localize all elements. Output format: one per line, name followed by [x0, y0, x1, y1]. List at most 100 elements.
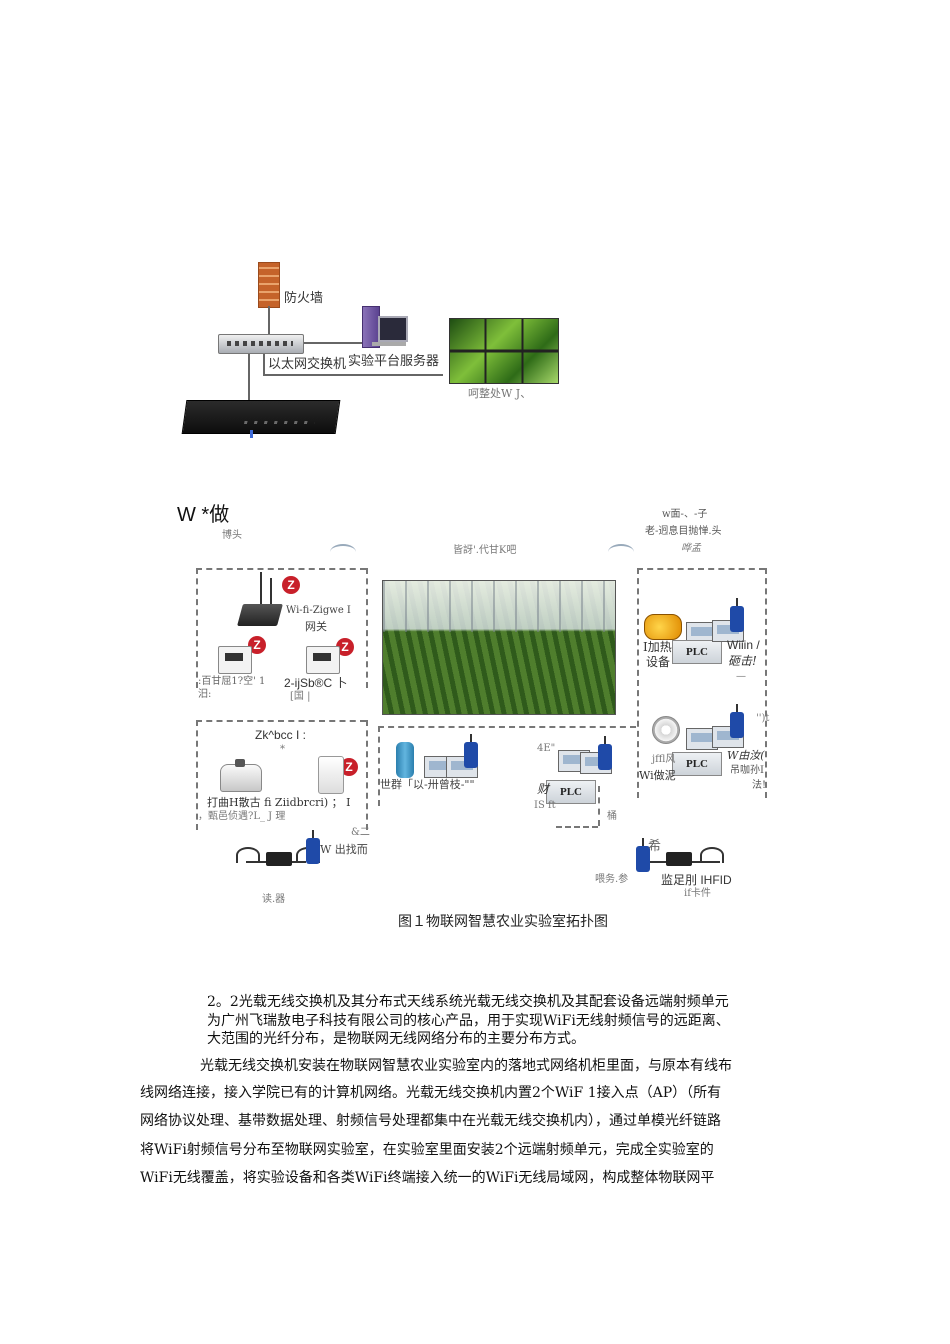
right-wifi-label-4: 吊咖孙I: [730, 765, 764, 776]
gateway-label: Wi-fi-Zigwe I: [286, 605, 351, 616]
connector-line: [263, 374, 443, 376]
rack-switch-icon: [181, 400, 341, 434]
gateway-icon: [237, 604, 283, 626]
dashed-frame: [637, 568, 765, 570]
plc-box: PLC: [672, 752, 722, 776]
wireless-node-icon: [306, 830, 320, 864]
diagram-top-center: 皆訝'.代甘K吧: [453, 545, 517, 556]
sensor-c-label: Zk^bcc I :: [255, 728, 306, 742]
sensor-box-icon: [318, 756, 344, 794]
sensor-b-label-2: [国 |: [290, 691, 311, 702]
video-wall-caption: 呵整处W J、: [468, 387, 532, 400]
sensor-a-label-2: 汨:: [198, 689, 212, 700]
pump-icon: [396, 742, 414, 778]
bottom-right-label-2: 监足刖 IHFID: [661, 873, 732, 887]
wifi-signal-icon: [608, 544, 634, 560]
rfid-antenna-icon: [236, 847, 260, 863]
temp-sensor-icon: [218, 646, 252, 674]
dashed-frame: [196, 720, 366, 722]
bottom-left-label-4: W 出找而: [320, 843, 368, 856]
right-wifi-label-3: W由汝(: [727, 749, 765, 762]
dashed-frame: [598, 786, 600, 826]
wireless-node-icon: [464, 734, 478, 768]
wireless-node-icon: [636, 838, 650, 872]
dashed-frame: [366, 568, 368, 688]
right-misc: '')t: [756, 713, 770, 724]
fan-icon: [652, 716, 680, 744]
paragraph-line: 将WiFi射频信号分布至物联网实验室，在实验室里面安装2个远端射频单元，完成全实…: [140, 1142, 714, 1158]
center-cai-label: 财: [537, 782, 550, 796]
temp-sensor-icon: [306, 646, 340, 674]
connector-line: [268, 306, 270, 336]
rfid-reader-icon: [266, 852, 292, 866]
zigbee-icon: Z: [282, 576, 300, 594]
dashed-frame: [366, 720, 368, 830]
rfid-reader-icon: [666, 852, 692, 866]
right-dash: —: [736, 671, 746, 682]
diagram-top-right-2: 老-迥息目抛惮.头: [645, 526, 722, 537]
dashed-frame: [765, 568, 767, 798]
diagram-sub-left: 博头: [222, 530, 242, 541]
dashed-frame: [556, 826, 598, 828]
antenna-icon: [270, 578, 272, 604]
zigbee-icon: Z: [340, 758, 358, 776]
firewall-label: 防火墙: [284, 291, 324, 306]
wireless-node-icon: [598, 736, 612, 770]
server-label: 实验平台服务器: [348, 354, 440, 369]
antenna-icon: [260, 572, 262, 604]
connector-line: [263, 352, 265, 374]
heater-label: I加热: [643, 640, 672, 654]
gateway-label-2: 网关: [305, 620, 327, 633]
dashed-frame: [196, 568, 366, 570]
monitor-icon: [378, 316, 408, 342]
center-left-label: 世群「以-卅曾枝-"": [380, 778, 475, 791]
ethernet-switch-icon: [218, 334, 304, 354]
figure-caption: 图１物联网智慧农业实验室拓扑图: [398, 914, 608, 930]
zigbee-icon: Z: [248, 636, 266, 654]
sensor-c-label-2: *: [280, 744, 285, 755]
dashed-frame: [378, 726, 636, 728]
dashed-frame: [196, 720, 198, 830]
heater-icon: [644, 614, 682, 640]
fan-label-2: Wi做泥: [639, 769, 676, 782]
rfid-antenna-icon: [700, 847, 724, 863]
sensor-b-label: 2-ijSb®C 卜: [284, 676, 348, 690]
sensor-a-label: :百甘屈1?空' 1: [198, 676, 266, 687]
dashed-frame: [378, 726, 380, 806]
paragraph-line: 为广州飞瑞敖电子科技有限公司的核心产品，用于实现WiFi无线射频信号的远距离、: [207, 1013, 730, 1029]
valve-sensor-icon: [220, 759, 262, 792]
paragraph-line: 光载无线交换机安装在物联网智慧农业实验室内的落地式网络机柜里面，与原本有线布: [200, 1058, 732, 1074]
firewall-icon: [258, 262, 280, 308]
bottom-right-label-3: if卡件: [684, 888, 711, 899]
center-tong-label: 桶: [607, 811, 617, 822]
greenhouse-photo: [382, 580, 616, 715]
keyboard-icon: [372, 342, 406, 346]
bottom-left-label-3: &二: [351, 827, 370, 838]
right-wifi-label-2: 砸击!: [728, 654, 757, 668]
paragraph-line: 线网络连接，接入学院已有的计算机网络。光载无线交换机内置2个WiF 1接入点（A…: [140, 1085, 722, 1101]
diagram-top-right-1: w面-、-子: [662, 509, 708, 520]
paragraph-line: 2。2光载无线交换机及其分布式天线系统光载无线交换机及其配套设备远端射频单元: [207, 994, 729, 1010]
video-wall-display: [449, 318, 559, 384]
switch-label: 以太网交换机: [268, 357, 347, 372]
center-4e-label: 4E": [537, 743, 556, 754]
zigbee-icon: Z: [336, 638, 354, 656]
connector-line: [300, 342, 365, 344]
bottom-left-label-2: ，甄邑侦遇?L_ J 理: [198, 811, 286, 822]
bottom-right-label-1: 喂务.参: [595, 874, 629, 885]
rfid-reader-label: 读.器: [262, 894, 286, 905]
bottom-left-label-1: 打曲H散古 fi Ziidbrcri) ； I: [207, 796, 351, 809]
heater-label-2: 设备: [646, 655, 671, 669]
dashed-frame: [196, 568, 198, 688]
dashed-frame: [637, 568, 639, 798]
wireless-node-icon: [730, 598, 744, 632]
connector-line: [248, 352, 250, 407]
wireless-node-icon: [730, 704, 744, 738]
diagram-title-left: W *做: [177, 504, 230, 526]
paragraph-line: WiFi无线覆盖，将实验设备和各类WiFi终端接入统一的WiFi无线局域网，构成…: [140, 1170, 715, 1186]
paragraph-line: 网络协议处理、基带数据处理、射频信号处理都集中在光载无线交换机内），通过单模光纤…: [140, 1113, 721, 1129]
plc-box: PLC: [546, 780, 596, 804]
paragraph-line: 大范围的光纤分布，是物联网无线网络分布的主要分布方式。: [207, 1031, 585, 1047]
bottom-right-xi: 希: [648, 839, 662, 854]
wifi-signal-icon: [330, 544, 356, 560]
